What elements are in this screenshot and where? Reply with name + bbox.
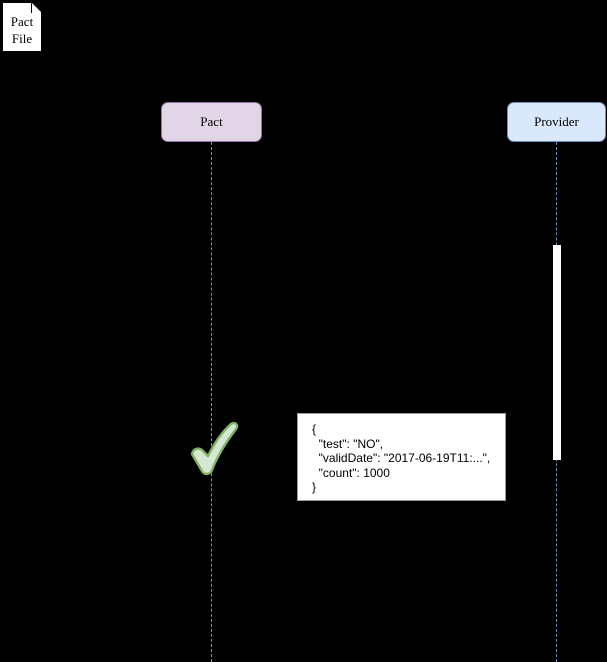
participant-pact-label: Pact bbox=[200, 114, 223, 129]
verification-check-icon bbox=[190, 421, 239, 476]
json-payload-box[interactable]: { "test": "NO", "validDate": "2017-06-19… bbox=[297, 413, 506, 501]
note-fold-line-icon bbox=[31, 2, 42, 13]
participant-pact[interactable]: Pact bbox=[161, 102, 262, 142]
json-payload-text: { "test": "NO", "validDate": "2017-06-19… bbox=[312, 422, 491, 494]
lifeline-pact bbox=[211, 142, 212, 662]
note-fold-icon bbox=[31, 2, 42, 13]
activation-bar-provider[interactable] bbox=[553, 245, 561, 460]
pact-file-note-label: Pact File bbox=[10, 14, 34, 46]
participant-provider[interactable]: Provider bbox=[507, 102, 606, 142]
participant-provider-label: Provider bbox=[534, 114, 579, 129]
pact-file-note[interactable]: Pact File bbox=[2, 2, 42, 52]
